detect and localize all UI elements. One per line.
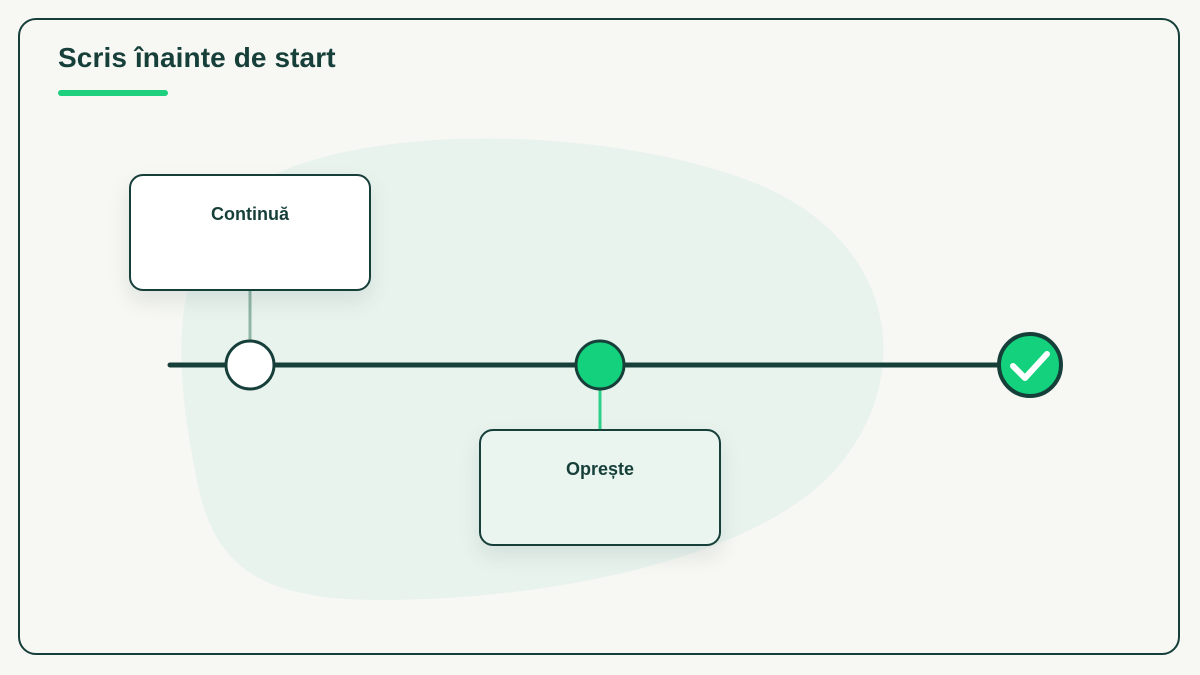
continue-card: Continuă [129, 174, 371, 291]
title-underline [58, 90, 168, 96]
stop-card-label: Oprește [565, 459, 635, 479]
checkmark-icon [1010, 351, 1050, 381]
page-title: Scris înainte de start [58, 42, 336, 73]
stop-node [574, 339, 626, 391]
continue-node [224, 339, 276, 391]
stop-card: Oprește [479, 429, 721, 546]
finish-node [997, 332, 1063, 398]
continue-card-label: Continuă [211, 204, 289, 224]
